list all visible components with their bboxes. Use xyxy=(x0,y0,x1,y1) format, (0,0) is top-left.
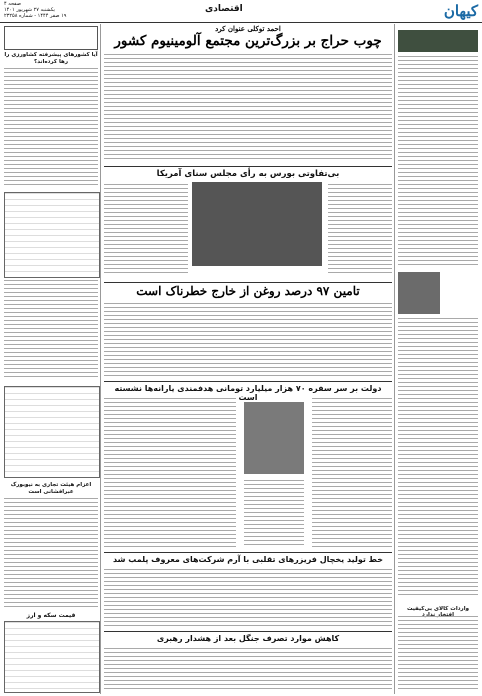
story-fridge-title: خط تولید یخچال فریزرهای تقلبی با آرم شرک… xyxy=(112,555,383,564)
official-portrait-photo xyxy=(244,402,304,474)
news-photo-small xyxy=(398,272,440,314)
news-photo-banner xyxy=(398,30,478,52)
commodity-table xyxy=(4,192,100,278)
senate-photo xyxy=(192,182,322,266)
story-forest-text xyxy=(104,648,392,692)
story-fridge-text xyxy=(104,569,392,627)
center-area: احمد توکلی عنوان کرد چوب حراج بر بزرگ‌تر… xyxy=(104,24,392,694)
section-title: اقتصادی xyxy=(205,4,243,14)
page-number: صفحه ۴ xyxy=(4,1,21,7)
divider xyxy=(104,631,392,632)
issue-info: صفحه ۴ یکشنبه ۲۷ شهریور ۱۴۰۱ ۱۹ صفر ۱۴۴۴… xyxy=(4,1,67,19)
story-forest-title: کاهش موارد تصرف جنگل بعد از هشدار رهبری xyxy=(156,634,340,643)
column-logo-box xyxy=(4,26,98,50)
divider xyxy=(104,166,392,167)
story-subsidy-title: دولت بر سر سفره ۷۰ هزار میلیارد تومانی ه… xyxy=(114,384,382,402)
left-text-block-2 xyxy=(4,280,98,380)
left-article-text xyxy=(4,68,98,188)
issue-number: ۱۹ صفر ۱۴۴۴ - شماره ۲۳۲۵۸ xyxy=(4,13,67,19)
main-headline: چوب حراج بر بزرگ‌ترین مجتمع آلومینیوم کش… xyxy=(114,33,382,49)
left-column: آیا کشورهای پیشرفته کشاورزی را رها کرده‌… xyxy=(2,24,101,694)
main-kicker: احمد توکلی عنوان کرد xyxy=(215,24,281,33)
story-bourse-text-right xyxy=(328,184,392,276)
masthead: کیهان اقتصادی صفحه ۴ یکشنبه ۲۷ شهریور ۱۴… xyxy=(0,0,482,23)
divider xyxy=(104,282,392,283)
story-oil-text xyxy=(104,303,392,377)
divider xyxy=(104,381,392,382)
right-text-block-3 xyxy=(398,616,478,690)
date-line: یکشنبه ۲۷ شهریور ۱۴۰۱ xyxy=(4,7,55,13)
story-subsidy-text-left xyxy=(104,398,236,548)
right-text-block-1 xyxy=(398,56,478,266)
right-bottom-title: واردات کالای بی‌کیفیت افتخار ندارد xyxy=(406,606,470,618)
newspaper-logo: کیهان xyxy=(443,2,478,20)
coin-currency-price-table xyxy=(4,621,100,693)
story-subsidy-text-right xyxy=(312,398,392,548)
story-subsidy-text-mid xyxy=(244,480,304,548)
left-text-block-3 xyxy=(4,498,98,608)
story-bourse-text-left xyxy=(104,184,188,276)
right-text-block-2 xyxy=(398,318,478,598)
lead-story-text xyxy=(104,54,392,162)
right-column: واردات کالای بی‌کیفیت افتخار ندارد xyxy=(394,24,480,694)
story-bourse-title: بی‌تفاوتی بورس به رأی مجلس سنای آمریکا xyxy=(156,169,340,179)
price-box-title: قیمت سکه و ارز xyxy=(26,612,76,619)
left-article-title: آیا کشورهای پیشرفته کشاورزی را رها کرده‌… xyxy=(4,52,98,65)
story-oil-title: تامین ۹۷ درصد روغن از خارج خطرناک است xyxy=(136,284,360,298)
market-table xyxy=(4,386,100,478)
left-article-2-title: اعزام هیئت تجاری به نیوبورک عبرافشانی اس… xyxy=(10,482,92,495)
divider xyxy=(104,552,392,553)
